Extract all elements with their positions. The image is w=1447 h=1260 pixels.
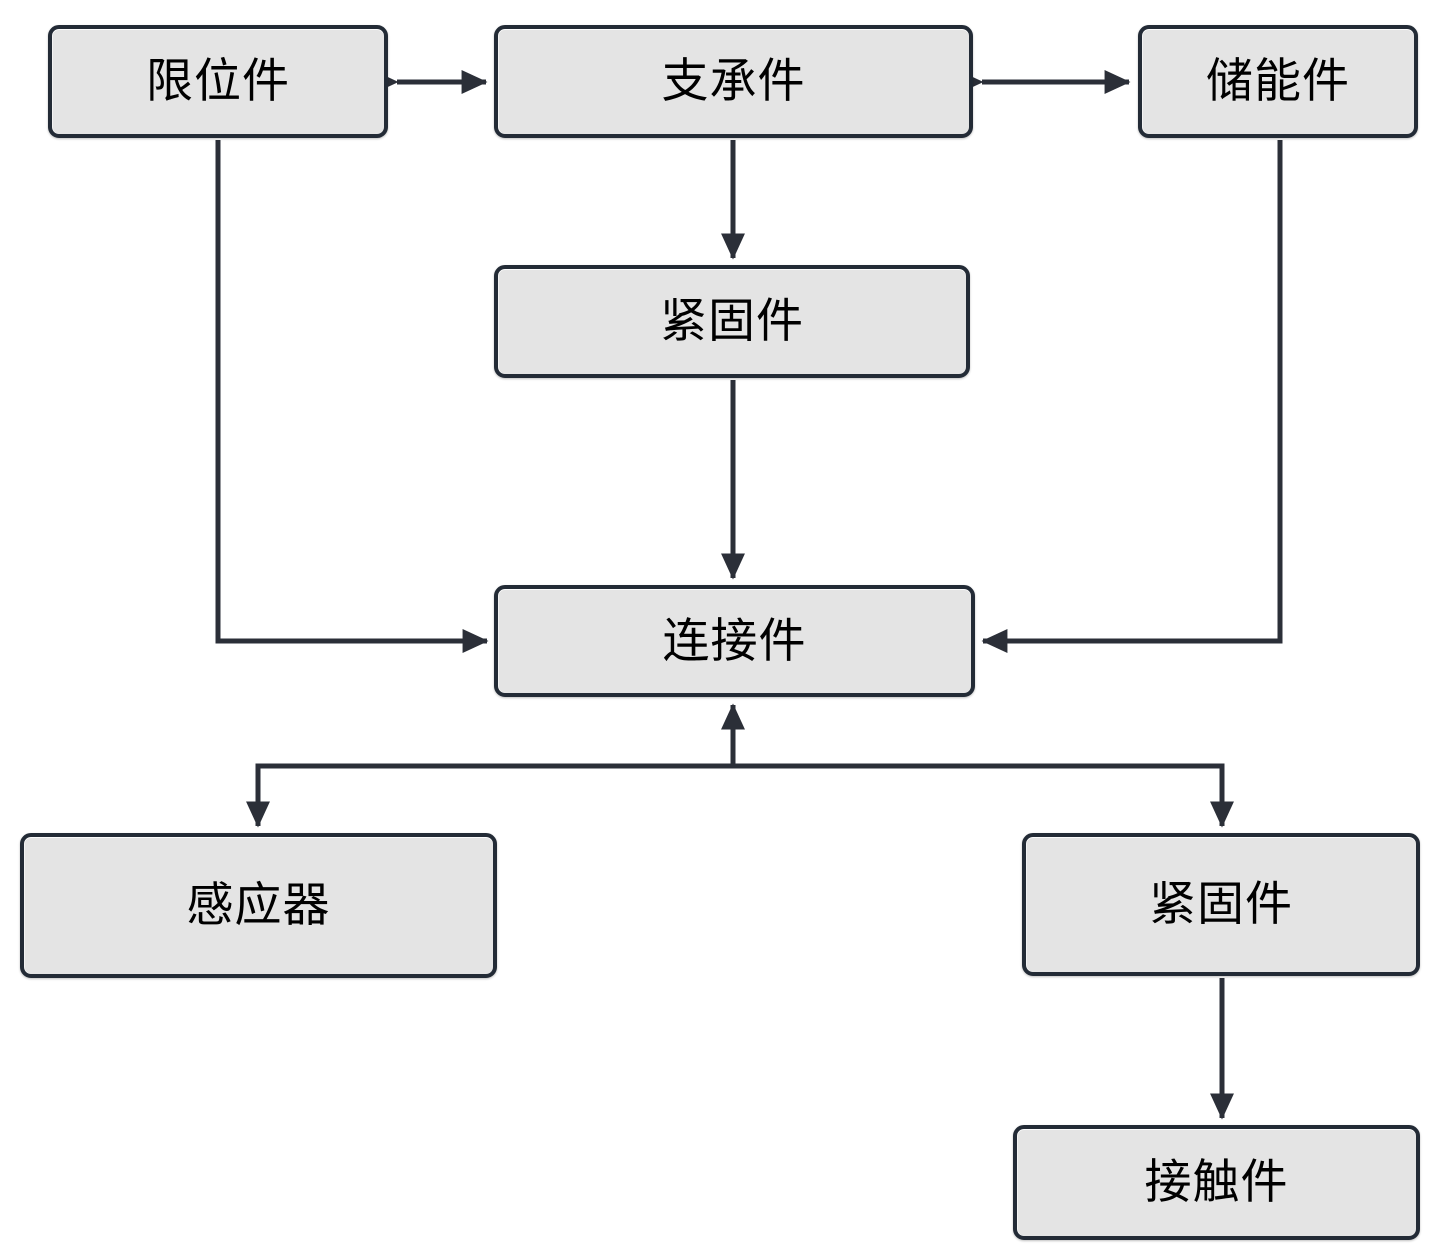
edge-fork-sensor [246,763,733,828]
node-fastener-bottom-right[interactable]: 紧固件 [1022,833,1420,976]
edge-energy-connector [981,140,1283,653]
node-contact-label: 接触件 [1144,1155,1289,1210]
node-contact[interactable]: 接触件 [1013,1125,1420,1240]
node-energy[interactable]: 储能件 [1138,25,1418,138]
edge-limit-connector [215,140,489,653]
node-connector-label: 连接件 [662,613,807,669]
node-fastener-mid[interactable]: 紧固件 [494,265,970,378]
node-fastener-bottom-right-label: 紧固件 [1149,877,1293,932]
node-limit-label: 限位件 [146,54,290,109]
node-fastener-mid-label: 紧固件 [660,294,804,349]
node-sensor-label: 感应器 [186,878,331,933]
node-connector[interactable]: 连接件 [494,585,975,697]
node-limit[interactable]: 限位件 [48,25,388,138]
node-sensor[interactable]: 感应器 [20,833,497,978]
node-energy-label: 储能件 [1206,54,1350,109]
node-support[interactable]: 支承件 [494,25,973,138]
node-support-label: 支承件 [661,54,806,109]
edge-fork-fastener-br [733,763,1234,828]
